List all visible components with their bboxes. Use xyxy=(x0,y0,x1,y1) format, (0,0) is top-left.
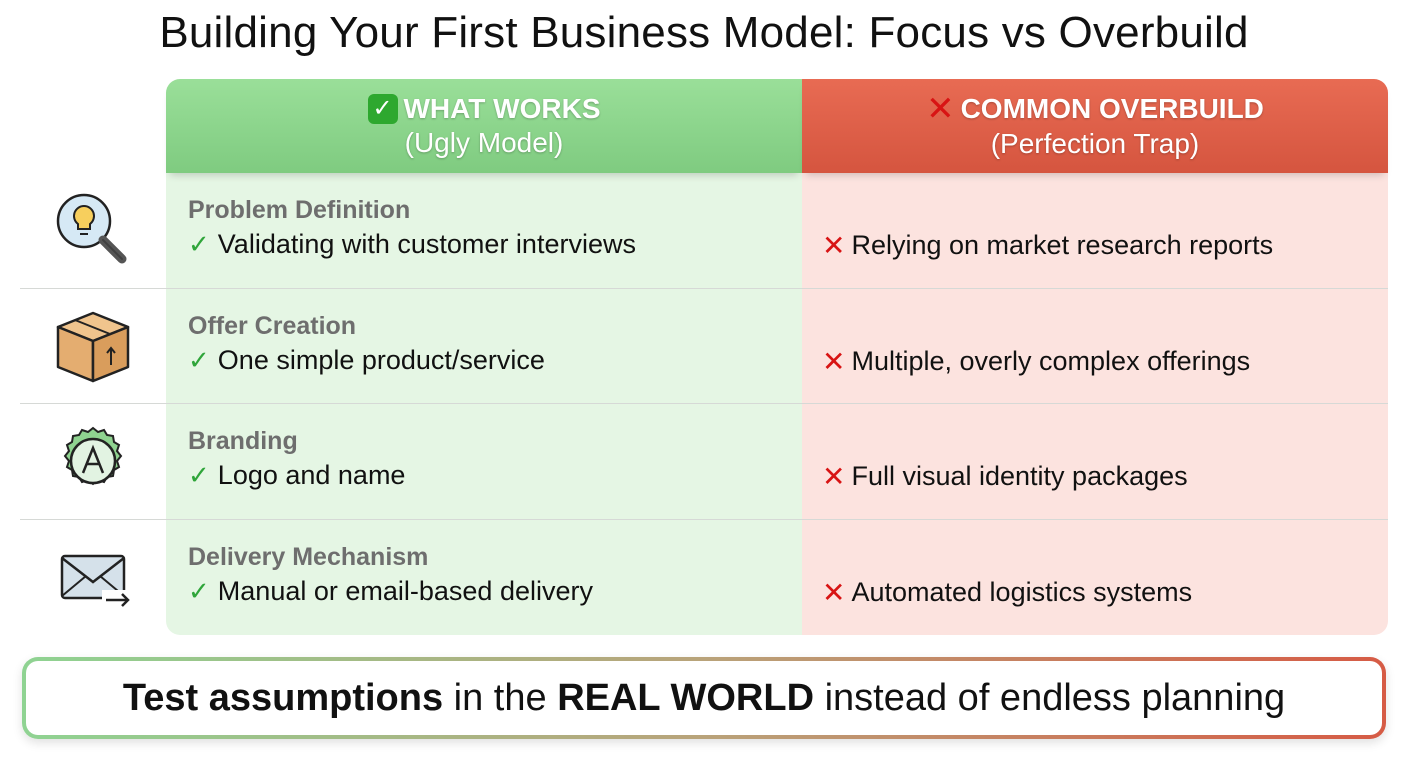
overbuild-column xyxy=(802,173,1388,635)
comparison-table: ✓ WHAT WORKS (Ugly Model) ✕ COMMON OVERB… xyxy=(166,79,1388,635)
takeaway-banner: Test assumptions in the REAL WORLD inste… xyxy=(22,657,1386,739)
check-icon: ✓ xyxy=(188,345,210,375)
overbuild-item: ✕ Relying on market research reports xyxy=(822,229,1273,262)
what-works-heading: WHAT WORKS xyxy=(403,93,601,124)
what-works-item: ✓ Validating with customer interviews xyxy=(188,229,636,260)
overbuild-item: ✕ Full visual identity packages xyxy=(822,460,1188,493)
brand-badge-icon xyxy=(63,426,123,486)
banner-emphasis-2: REAL WORLD xyxy=(557,676,815,719)
check-icon: ✓ xyxy=(188,576,210,606)
what-works-header: ✓ WHAT WORKS (Ugly Model) xyxy=(166,79,802,173)
check-icon: ✓ xyxy=(188,460,210,490)
lightbulb-magnifier-icon xyxy=(56,193,127,264)
overbuild-heading: COMMON OVERBUILD xyxy=(960,93,1264,124)
what-works-subheading: (Ugly Model) xyxy=(404,127,564,158)
row-divider xyxy=(20,288,1388,289)
overbuild-text: Relying on market research reports xyxy=(851,230,1274,260)
row-label: Offer Creation xyxy=(188,312,357,340)
what-works-text: Manual or email-based delivery xyxy=(217,576,593,606)
row-label: Branding xyxy=(188,427,298,455)
what-works-item: ✓ Manual or email-based delivery xyxy=(188,576,593,607)
overbuild-header: ✕ COMMON OVERBUILD (Perfection Trap) xyxy=(802,79,1388,173)
row-label: Delivery Mechanism xyxy=(188,543,429,571)
what-works-item: ✓ Logo and name xyxy=(188,460,405,491)
page-title: Building Your First Business Model: Focu… xyxy=(159,8,1249,57)
check-icon: ✓ xyxy=(188,229,210,259)
row-label: Problem Definition xyxy=(188,196,411,224)
x-icon: ✕ xyxy=(822,461,846,492)
x-mark-icon: ✕ xyxy=(926,90,955,128)
table-row: Delivery Mechanism ✓ Manual or email-bas… xyxy=(20,520,1388,635)
what-works-item: ✓ One simple product/service xyxy=(188,345,545,376)
overbuild-text: Automated logistics systems xyxy=(851,577,1193,607)
row-divider xyxy=(20,519,1388,520)
table-row: Offer Creation ✓ One simple product/serv… xyxy=(20,289,1388,404)
email-send-icon xyxy=(60,554,132,607)
banner-text-2: instead of endless planning xyxy=(814,676,1286,719)
banner-emphasis-1: Test assumptions xyxy=(122,676,444,719)
package-box-icon xyxy=(56,311,130,383)
check-box-icon: ✓ xyxy=(367,94,398,124)
what-works-text: One simple product/service xyxy=(217,345,545,375)
x-icon: ✕ xyxy=(822,346,846,377)
x-icon: ✕ xyxy=(822,577,846,608)
banner-text-1: in the xyxy=(443,676,558,719)
overbuild-subheading: (Perfection Trap) xyxy=(990,128,1200,159)
what-works-text: Logo and name xyxy=(217,460,406,490)
overbuild-item: ✕ Automated logistics systems xyxy=(822,576,1192,609)
what-works-column xyxy=(166,173,802,635)
what-works-text: Validating with customer interviews xyxy=(217,229,636,259)
overbuild-item: ✕ Multiple, overly complex offerings xyxy=(822,345,1250,378)
table-row: Problem Definition ✓ Validating with cus… xyxy=(20,173,1388,288)
x-icon: ✕ xyxy=(822,230,846,261)
overbuild-text: Multiple, overly complex offerings xyxy=(851,346,1251,376)
table-row: Branding ✓ Logo and name ✕ Full visual i… xyxy=(20,404,1388,519)
overbuild-text: Full visual identity packages xyxy=(851,461,1188,491)
takeaway-text: Test assumptions in the REAL WORLD inste… xyxy=(26,661,1382,735)
row-divider xyxy=(20,403,1388,404)
